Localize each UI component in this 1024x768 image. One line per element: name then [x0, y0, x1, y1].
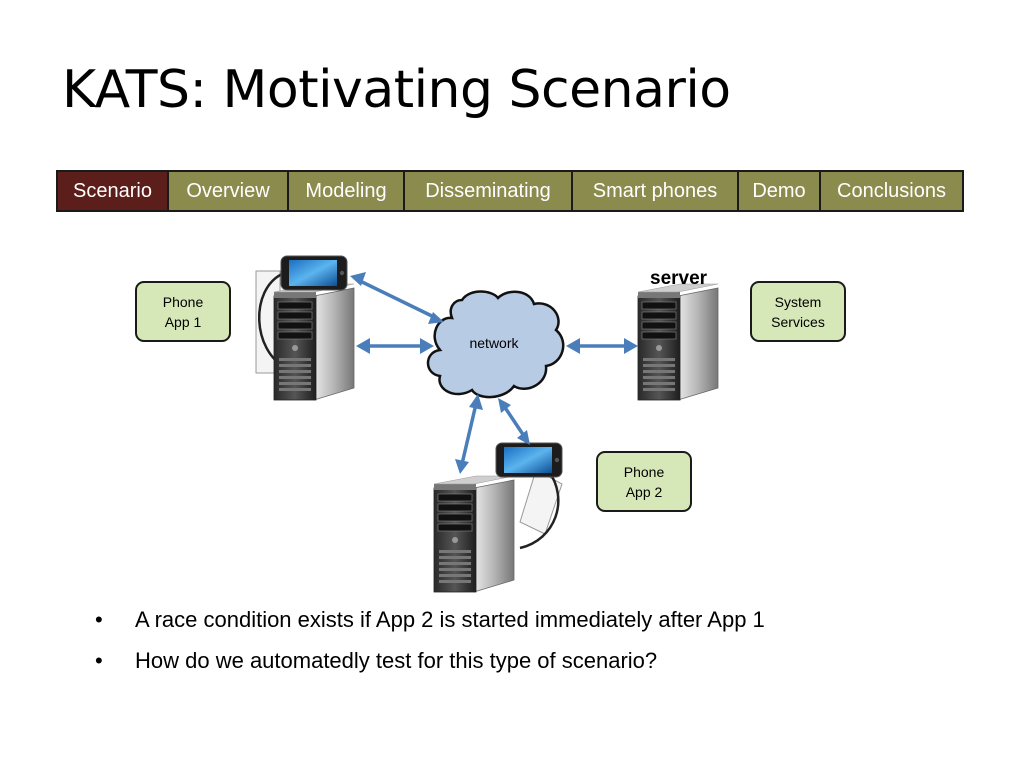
phone-app-2-computer — [433, 442, 563, 593]
tab-conclusions[interactable]: Conclusions — [821, 172, 962, 210]
server-label: server — [650, 268, 708, 289]
arrow-computer1-network — [356, 338, 434, 354]
tab-smart-phones[interactable]: Smart phones — [573, 172, 739, 210]
section-nav: Scenario Overview Modeling Disseminating… — [56, 170, 964, 212]
phone-app-1-line2: App 1 — [164, 313, 202, 330]
phone-app-2-line2: App 2 — [625, 483, 663, 500]
phone-app-1-line1: Phone — [162, 293, 204, 310]
arrow-network-phone2 — [498, 398, 530, 445]
tab-demo[interactable]: Demo — [739, 172, 821, 210]
system-services-box: System Services — [750, 281, 846, 342]
tab-modeling[interactable]: Modeling — [289, 172, 405, 210]
arrow-network-server — [566, 338, 638, 354]
arrow-network-computer2 — [455, 394, 483, 474]
tab-overview[interactable]: Overview — [169, 172, 289, 210]
tab-scenario[interactable]: Scenario — [58, 172, 169, 210]
bullet-list: A race condition exists if App 2 is star… — [95, 603, 975, 685]
network-label: network — [469, 335, 519, 351]
tab-disseminating[interactable]: Disseminating — [405, 172, 573, 210]
bullet-item: A race condition exists if App 2 is star… — [95, 603, 975, 644]
arrow-phone1-network — [350, 272, 444, 324]
network-cloud: network — [426, 290, 565, 399]
system-services-line1: System — [774, 293, 822, 310]
phone-app-2-line1: Phone — [623, 463, 665, 480]
slide-title: KATS: Motivating Scenario — [62, 60, 731, 120]
phone-app-1-box: Phone App 1 — [135, 281, 231, 342]
system-services-line2: Services — [771, 313, 825, 330]
phone-app-1-computer — [255, 255, 355, 401]
bullet-item: How do we automatedly test for this type… — [95, 644, 975, 685]
phone-app-2-box: Phone App 2 — [596, 451, 692, 512]
server-computer — [637, 283, 719, 401]
connection-arrows — [350, 272, 638, 474]
network-diagram: network — [255, 255, 719, 593]
